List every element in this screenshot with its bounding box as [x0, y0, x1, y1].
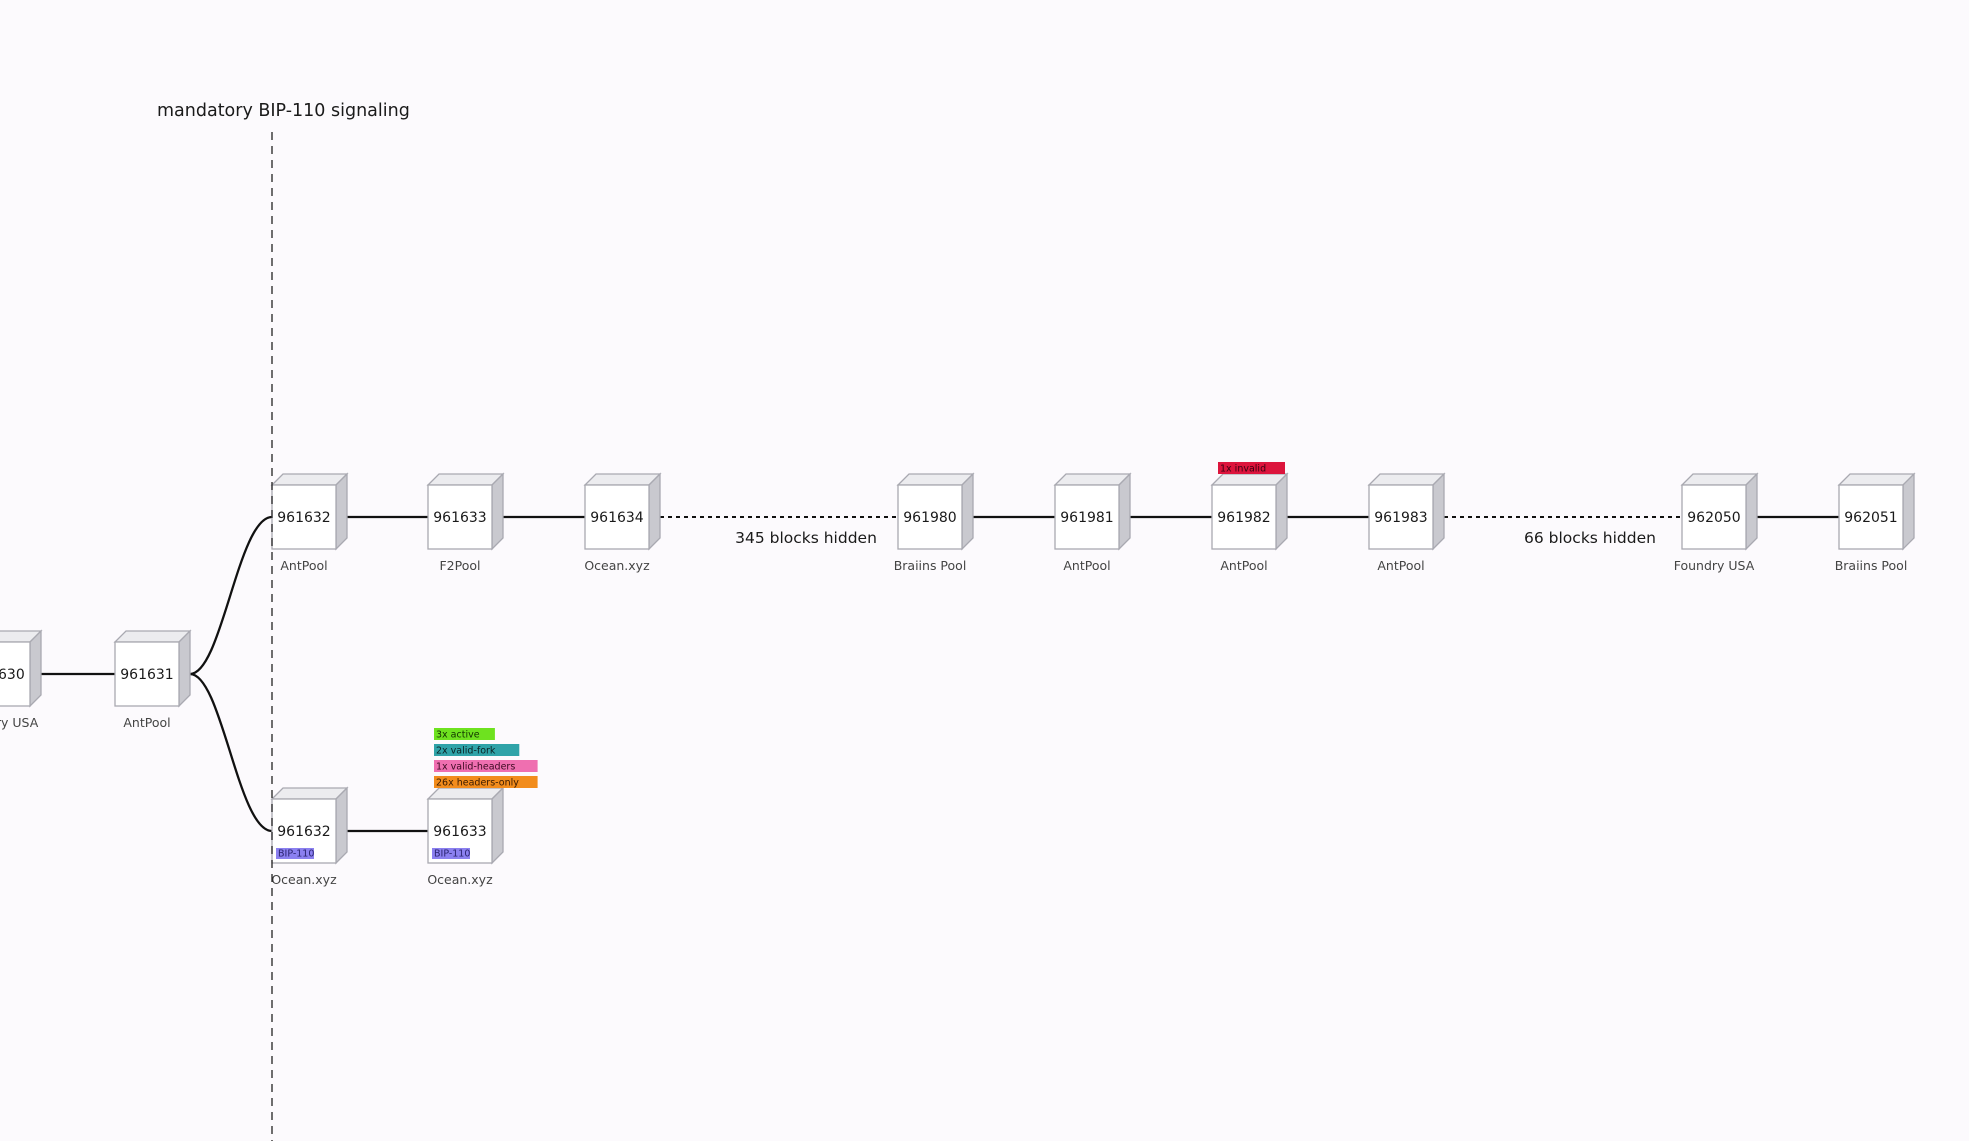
block-cube-top: [270, 787, 349, 800]
node-status-tag-label: 26x headers-only: [436, 778, 519, 789]
bip110-badge: [432, 848, 470, 859]
block-cube-front: [1838, 484, 1904, 550]
block-cube-side: [491, 786, 504, 865]
block-cube-front: [1681, 484, 1747, 550]
node-status-tag-label: 2x valid-fork: [436, 746, 496, 757]
block-pool-name: Foundry USA: [0, 715, 39, 730]
block-height: 961981: [1060, 510, 1113, 526]
block-height: 962050: [1687, 510, 1740, 526]
block-cube-top: [1680, 473, 1759, 486]
block-cube-side: [648, 472, 661, 551]
block-cube-top: [896, 473, 975, 486]
block-cube-side: [178, 629, 191, 708]
hidden-blocks-label[interactable]: 66 blocks hidden: [1524, 529, 1656, 547]
block-cube-front: [114, 641, 180, 707]
block-cube-side: [491, 472, 504, 551]
block-pool-name: AntPool: [1377, 558, 1424, 573]
block-height: 961634: [590, 510, 644, 526]
block-height: 961982: [1217, 510, 1270, 526]
bip110-badge-label: BIP-110: [434, 849, 470, 860]
block-cube-side: [1275, 472, 1288, 551]
block-pool-name: AntPool: [123, 715, 170, 730]
block-cube-top: [426, 787, 505, 800]
block-pool-name: Ocean.xyz: [271, 872, 337, 887]
block-cube-top: [1053, 473, 1132, 486]
node-status-tag: [434, 744, 520, 756]
block-height: 961632: [277, 510, 330, 526]
block-node[interactable]: 961630Foundry USA: [0, 629, 43, 730]
block-cube-side: [335, 472, 348, 551]
block-height: 961633: [433, 824, 486, 840]
block-pool-name: F2Pool: [439, 558, 480, 573]
node-status-tag: [434, 776, 538, 788]
block-cube-front: [1211, 484, 1277, 550]
block-cube-side: [1432, 472, 1445, 551]
block-cube-top: [1210, 473, 1289, 486]
node-status-tag: [434, 728, 495, 740]
block-pool-name: Braiins Pool: [894, 558, 967, 573]
node-status-tag-label: 1x invalid: [1220, 464, 1266, 475]
block-cube-front: [0, 641, 31, 707]
node-status-tag: [1218, 462, 1285, 474]
block-pool-name: Braiins Pool: [1835, 558, 1908, 573]
block-height: 961631: [120, 667, 173, 683]
block-cube-top: [1367, 473, 1446, 486]
block-pool-name: Ocean.xyz: [427, 872, 493, 887]
blocks-layer: 961630Foundry USA961631AntPool961632AntP…: [0, 462, 1916, 887]
block-cube-top: [583, 473, 662, 486]
block-pool-name: AntPool: [280, 558, 327, 573]
fork-branch-link: [189, 515, 273, 676]
block-cube-side: [1745, 472, 1758, 551]
block-height: 961632: [277, 824, 330, 840]
block-cube-front: [1368, 484, 1434, 550]
fork-branch-link: [189, 672, 273, 833]
block-cube-side: [961, 472, 974, 551]
node-status-tag: [434, 760, 538, 772]
block-cube-front: [584, 484, 650, 550]
hidden-blocks-label[interactable]: 345 blocks hidden: [735, 529, 877, 547]
block-height: 962051: [1844, 510, 1897, 526]
block-cube-front: [1054, 484, 1120, 550]
block-height: 961980: [903, 510, 956, 526]
bip110-badge-label: BIP-110: [278, 849, 314, 860]
activation-label: mandatory BIP-110 signaling: [157, 101, 410, 121]
gaps-layer: 345 blocks hidden 66 blocks hidden: [735, 529, 1656, 547]
block-cube-side: [1902, 472, 1915, 551]
block-cube-top: [1837, 473, 1916, 486]
block-pool-name: Ocean.xyz: [584, 558, 650, 573]
block-height: 961983: [1374, 510, 1427, 526]
connection-layer: [41, 515, 1839, 833]
node-status-tag-label: 3x active: [436, 730, 480, 741]
block-cube-top: [270, 473, 349, 486]
block-cube-front: [897, 484, 963, 550]
node-status-tag-label: 1x valid-headers: [436, 762, 515, 773]
block-height: 961633: [433, 510, 486, 526]
block-cube-side: [29, 629, 42, 708]
block-cube-top: [426, 473, 505, 486]
block-pool-name: Foundry USA: [1674, 558, 1755, 573]
block-pool-name: AntPool: [1220, 558, 1267, 573]
bip110-badge: [276, 848, 314, 859]
block-cube-side: [335, 786, 348, 865]
block-pool-name: AntPool: [1063, 558, 1110, 573]
block-cube-side: [1118, 472, 1131, 551]
block-height: 961630: [0, 667, 25, 683]
block-cube-top: [113, 630, 192, 643]
block-cube-front: [427, 484, 493, 550]
